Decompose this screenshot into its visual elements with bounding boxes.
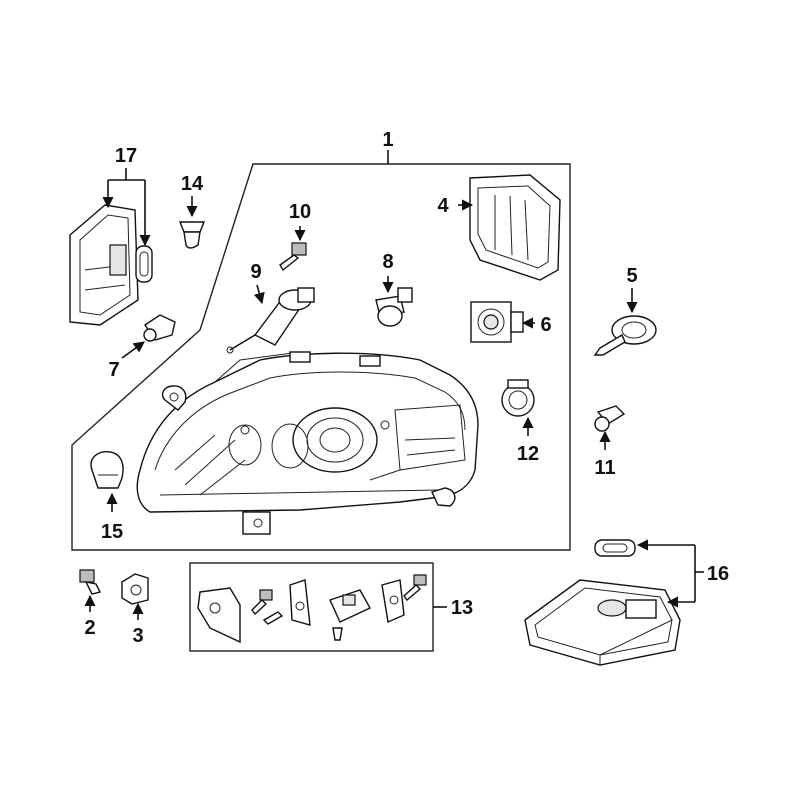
part-7-bulb <box>143 314 176 342</box>
part-17-seal <box>135 245 153 283</box>
part-15-cap <box>90 451 124 489</box>
part-17-module <box>69 204 139 326</box>
callout-1: 1 <box>382 129 393 151</box>
callout-8: 8 <box>382 251 393 273</box>
headlamp-housing <box>136 351 479 535</box>
part-16-connector-seal <box>594 539 636 557</box>
callout-2: 2 <box>84 617 95 639</box>
callout-16: 16 <box>707 563 729 585</box>
callout-5: 5 <box>626 265 637 287</box>
assembly-boundary-frame <box>71 163 571 551</box>
callout-13: 13 <box>451 597 473 619</box>
part-3-clip <box>121 573 149 605</box>
part-14-grommet <box>178 221 206 249</box>
part-11-bulb <box>594 405 626 432</box>
part-4-headlamp-cover <box>469 174 561 281</box>
callout-4: 4 <box>437 195 449 217</box>
callout-15: 15 <box>101 521 123 543</box>
callout-17: 17 <box>115 145 137 167</box>
callout-6: 6 <box>540 314 551 336</box>
callout-3: 3 <box>132 625 143 647</box>
part-16-ballast <box>524 579 681 666</box>
callout-11: 11 <box>594 457 615 479</box>
part-6-socket <box>470 301 524 343</box>
callout-14: 14 <box>181 173 204 195</box>
part-8-bulb <box>375 287 413 327</box>
callout-7: 7 <box>108 359 119 381</box>
part-10-screw <box>279 242 307 272</box>
part-13-kit-items <box>197 574 427 644</box>
callout-9: 9 <box>250 261 261 283</box>
part-9-motor <box>226 287 315 354</box>
callout-12: 12 <box>517 443 539 465</box>
part-5-bulb <box>593 315 657 356</box>
part-12-bulb <box>501 379 535 417</box>
part-2-bolt <box>79 569 102 595</box>
callout-7-arrow <box>121 341 145 359</box>
callout-9-arrow <box>253 284 265 305</box>
callout-10: 10 <box>289 201 311 223</box>
